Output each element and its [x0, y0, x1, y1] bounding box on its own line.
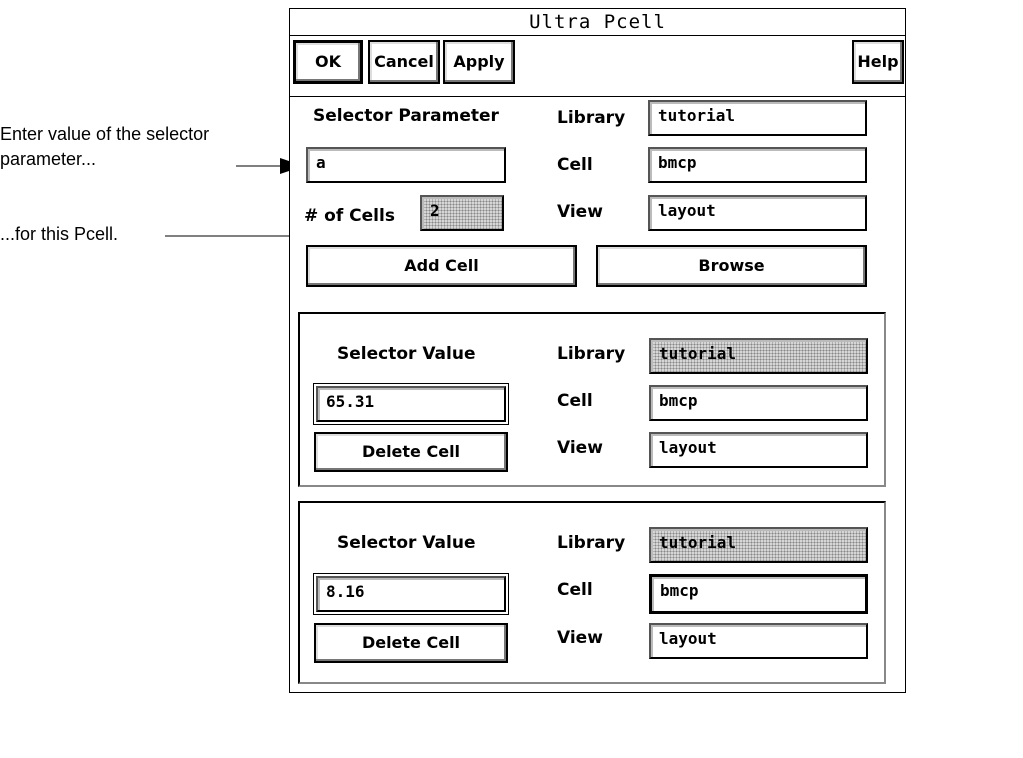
selector-value-label: Selector Value [337, 344, 476, 364]
add-cell-button[interactable]: Add Cell [306, 245, 577, 287]
cell1-library-label: Library [557, 344, 626, 364]
cell2-view-input[interactable]: layout [649, 623, 868, 659]
num-cells-label: # of Cells [304, 206, 395, 226]
selector-parameter-label: Selector Parameter [313, 106, 499, 126]
num-cells-field[interactable]: 2 [420, 195, 504, 231]
top-library-input[interactable]: tutorial [648, 100, 867, 136]
browse-button[interactable]: Browse [596, 245, 867, 287]
annotation-selector-line2: parameter... [0, 149, 97, 169]
selector-value-input[interactable]: 8.16 [313, 573, 509, 615]
top-view-label: View [557, 202, 603, 222]
cell2-cell-label: Cell [557, 580, 593, 600]
cancel-button[interactable]: Cancel [368, 40, 440, 84]
cell-section-2: Selector Value 8.16 Delete Cell Library … [298, 501, 886, 684]
dialog-toolbar: OK Cancel Apply Help [290, 36, 905, 97]
top-view-input[interactable]: layout [648, 195, 867, 231]
ok-button[interactable]: OK [293, 40, 363, 84]
cell2-library-label: Library [557, 533, 626, 553]
top-cell-input[interactable]: bmcp [648, 147, 867, 183]
cell1-view-input[interactable]: layout [649, 432, 868, 468]
cell2-library-input[interactable]: tutorial [649, 527, 868, 563]
cell-section-1: Selector Value 65.31 Delete Cell Library… [298, 312, 886, 487]
cell1-view-label: View [557, 438, 603, 458]
cell1-cell-label: Cell [557, 391, 593, 411]
dialog-title: Ultra Pcell [290, 9, 905, 36]
delete-cell-button[interactable]: Delete Cell [314, 623, 508, 663]
cell1-library-input[interactable]: tutorial [649, 338, 868, 374]
selector-value-input[interactable]: 65.31 [313, 383, 509, 425]
cell2-view-label: View [557, 628, 603, 648]
delete-cell-button[interactable]: Delete Cell [314, 432, 508, 472]
annotation-pcell: ...for this Pcell. [0, 224, 119, 244]
ultra-pcell-dialog: Ultra Pcell OK Cancel Apply Help Selecto… [289, 8, 906, 693]
apply-button[interactable]: Apply [443, 40, 515, 84]
cell2-cell-input[interactable]: bmcp [649, 574, 868, 614]
selector-value-label: Selector Value [337, 533, 476, 553]
cell1-cell-input[interactable]: bmcp [649, 385, 868, 421]
annotation-selector-line1: Enter value of the selector [0, 124, 210, 144]
top-cell-label: Cell [557, 155, 593, 175]
top-library-label: Library [557, 108, 626, 128]
help-button[interactable]: Help [852, 40, 904, 84]
selector-parameter-input[interactable]: a [306, 147, 506, 183]
